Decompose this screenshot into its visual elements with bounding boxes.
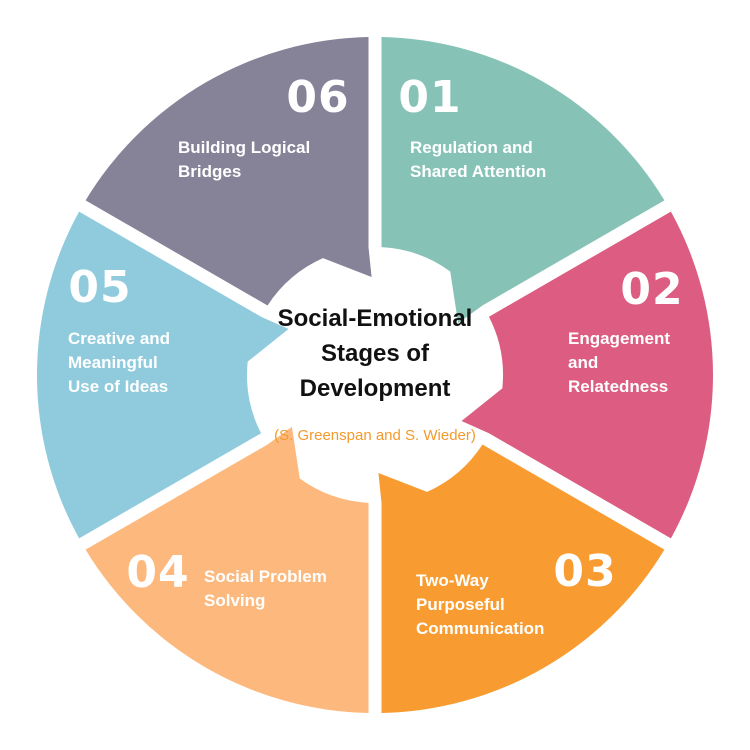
title-line-2: Stages of [321,340,430,367]
stage-number-05: 05 [68,262,131,313]
center-text: Social-Emotional Stages of Development (… [274,305,476,444]
stage-number-06: 06 [286,72,349,123]
stage-label-03-line-2: Purposeful [416,595,505,614]
stage-label-03-line-1: Two-Way [416,571,489,590]
segments-group [37,37,713,713]
stage-label-01-line-2: Shared Attention [410,162,546,181]
stage-segment-03 [378,444,665,713]
stage-segment-05 [37,211,289,539]
stage-label-05-line-1: Creative and [68,329,170,348]
stage-label-02-line-3: Relatedness [568,377,668,396]
stage-segment-02 [461,211,713,539]
stage-label-02-line-1: Engagement [568,329,670,348]
stage-number-04: 04 [126,547,189,598]
stage-label-02-line-2: and [568,353,598,372]
subtitle: (S. Greenspan and S. Wieder) [274,427,476,444]
stage-label-04-line-2: Solving [204,591,265,610]
stage-segment-06 [85,37,372,306]
stage-label-01-line-1: Regulation and [410,138,533,157]
stage-label-06-line-2: Bridges [178,162,241,181]
stage-label-04-line-1: Social Problem [204,567,327,586]
stage-label-06-line-1: Building Logical [178,138,310,157]
stage-label-05-line-3: Use of Ideas [68,377,168,396]
stage-segment-01 [381,37,665,324]
stage-label-05-line-2: Meaningful [68,353,158,372]
stage-number-02: 02 [620,264,683,315]
title-line-1: Social-Emotional [278,305,473,332]
stage-segment-04 [85,426,369,713]
stage-number-03: 03 [553,546,616,597]
stage-label-03-line-3: Communication [416,619,544,638]
stage-number-01: 01 [398,72,461,123]
title-line-3: Development [300,375,451,402]
